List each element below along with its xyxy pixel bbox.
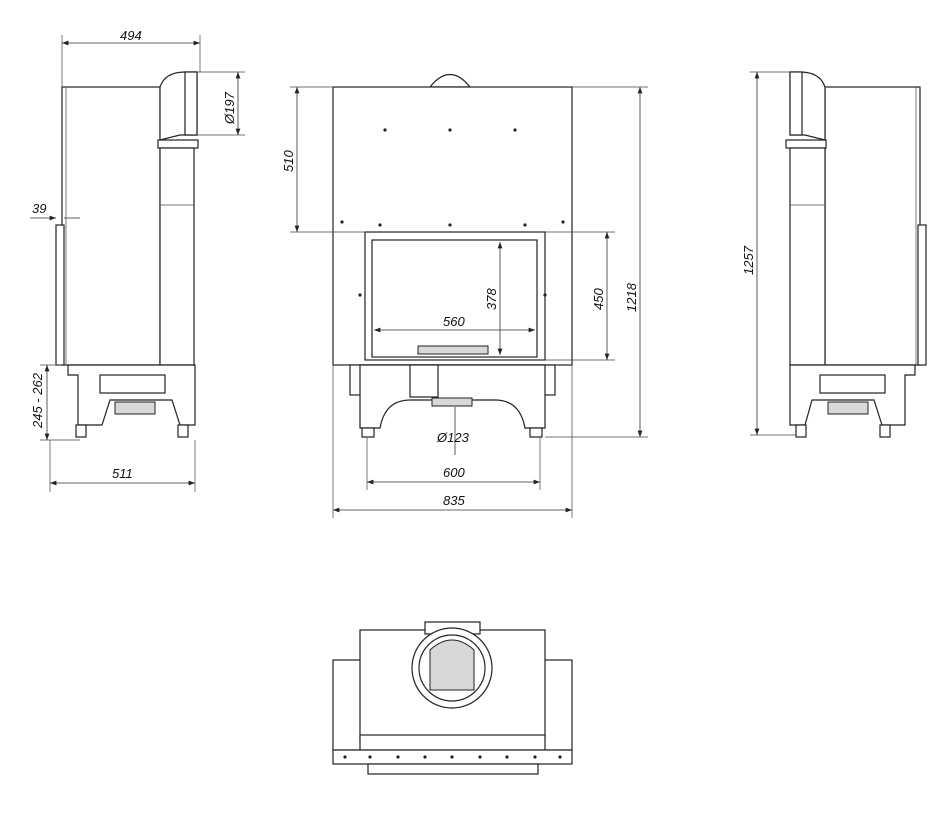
- dim-flue-diameter: Ø197: [222, 91, 237, 125]
- dim-1257: 1257: [741, 245, 756, 275]
- dim-835: 835: [443, 493, 465, 508]
- right-side-view: [785, 71, 927, 438]
- dim-511: 511: [112, 466, 133, 481]
- dim-600: 600: [443, 465, 465, 480]
- front-view: [332, 73, 573, 438]
- dim-510: 510: [281, 150, 296, 172]
- dim-39: 39: [32, 201, 46, 216]
- dim-560: 560: [443, 314, 465, 329]
- dim-378: 378: [484, 288, 499, 310]
- dim-450: 450: [591, 288, 606, 310]
- left-dimensions: 494 Ø197 39 245 - 262 511: [30, 28, 245, 492]
- dim-1218: 1218: [624, 282, 639, 312]
- front-dimensions: 510 378 560 450 1218 Ø123 600 835: [281, 86, 648, 518]
- dim-leg-height: 245 - 262: [30, 372, 45, 429]
- top-view: [332, 621, 573, 775]
- dim-494: 494: [120, 28, 142, 43]
- dim-air-inlet-diameter: Ø123: [436, 430, 470, 445]
- right-dimensions: 1257: [741, 71, 796, 436]
- left-side-view: [55, 71, 199, 438]
